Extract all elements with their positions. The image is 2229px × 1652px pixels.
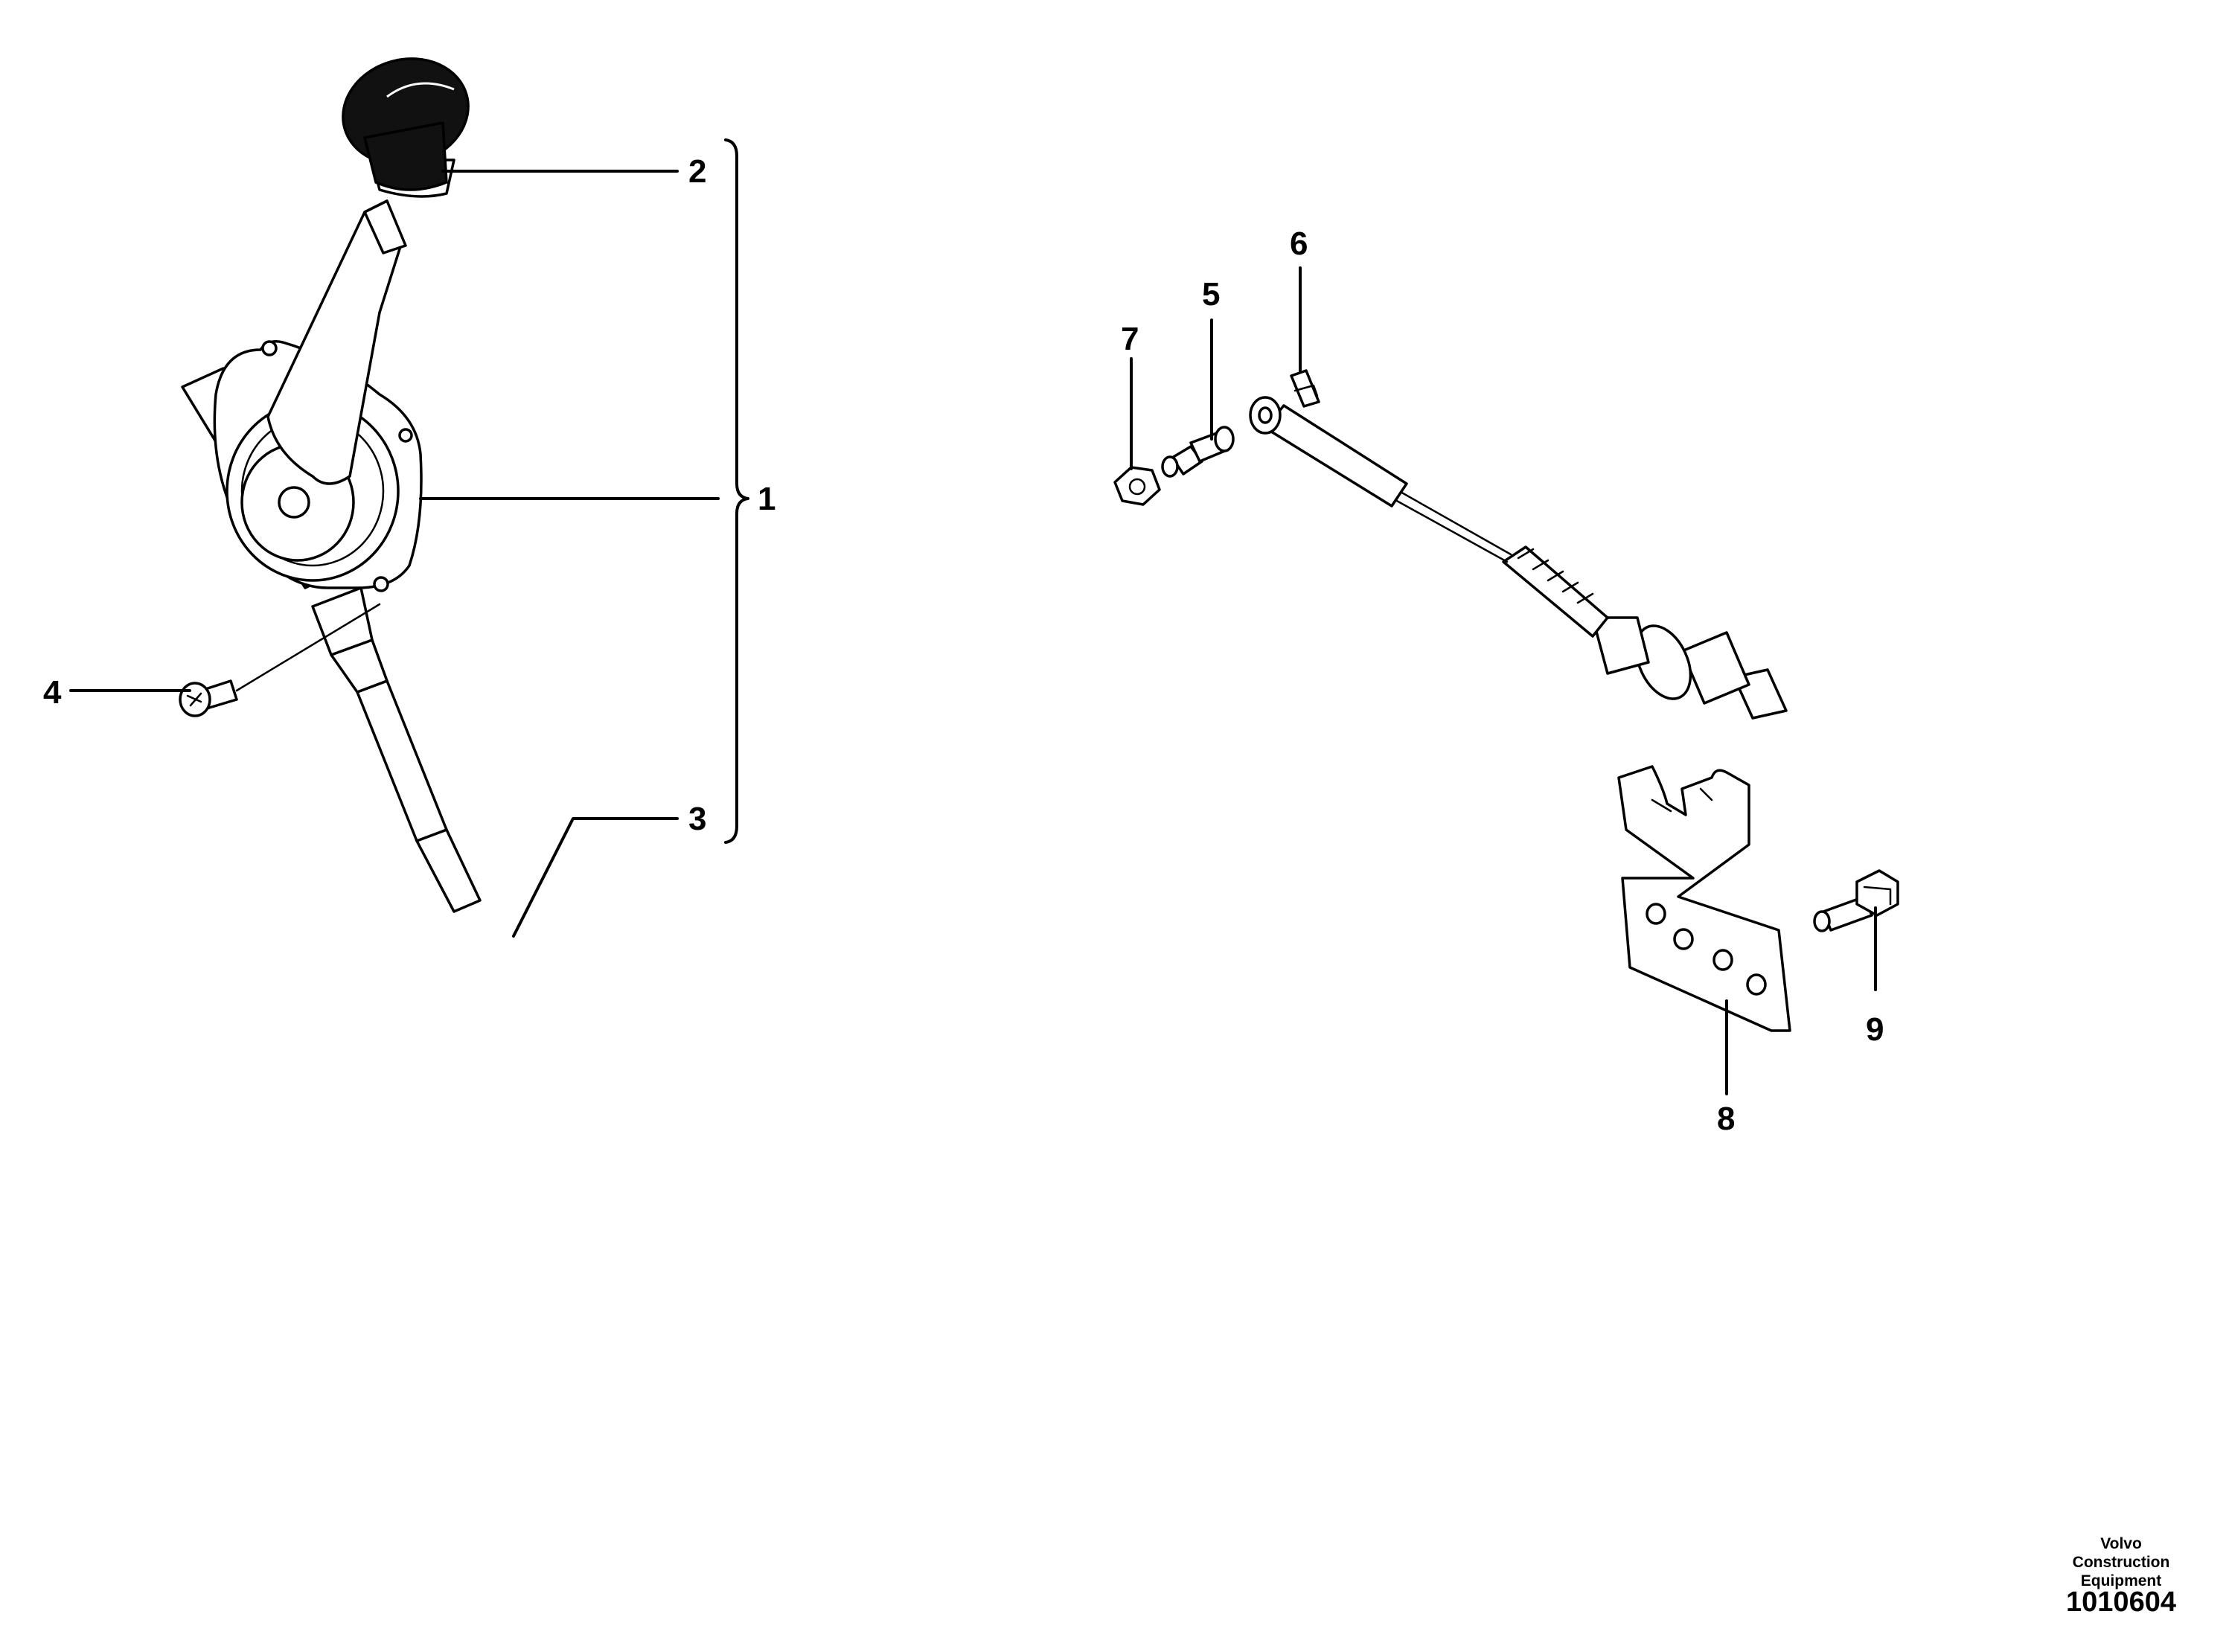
clip-item-6 [1290, 369, 1320, 408]
control-cable [311, 396, 2089, 1604]
callout-5: 5 [1202, 276, 1220, 313]
callout-7: 7 [1121, 321, 1139, 357]
callout-3: 3 [688, 801, 706, 837]
assembly-brace [724, 138, 749, 844]
callout-9: 9 [1866, 1011, 1884, 1048]
ball-stud-item-5 [1161, 426, 1235, 478]
lever-assembly [181, 199, 423, 592]
credit-line-2: Equipment [2080, 1572, 2162, 1589]
lever-knob [342, 57, 470, 198]
cable-bellows [1502, 545, 1609, 638]
callout-numbers: 1 2 3 4 5 6 7 8 9 [43, 153, 1884, 1137]
leader-lines [69, 170, 1877, 1095]
callout-6: 6 [1290, 225, 1308, 262]
screw-item-4 [179, 603, 381, 717]
bracket-item-8 [1617, 765, 1791, 1032]
callout-8: 8 [1717, 1101, 1735, 1137]
bolt-item-9 [1813, 869, 1899, 932]
credit-line-1: Volvo Construction [2072, 1535, 2170, 1571]
manufacturer-credit: Volvo Construction Equipment [2050, 1534, 2192, 1590]
callout-4: 4 [43, 674, 62, 711]
drawing-number: 1010604 [2066, 1587, 2176, 1618]
nut-item-7 [1113, 466, 1161, 506]
callout-2: 2 [688, 153, 706, 190]
callout-1: 1 [758, 481, 775, 517]
